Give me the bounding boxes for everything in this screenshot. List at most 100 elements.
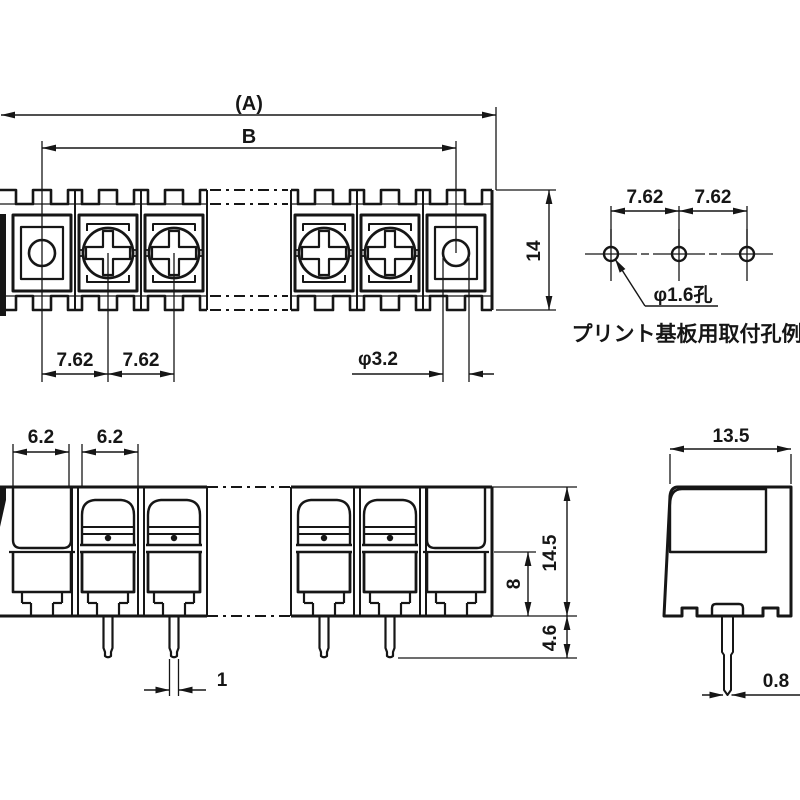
drawing-path [359,213,421,293]
drawing-path [291,188,492,206]
drawing-path [302,275,346,283]
clamp-screw-tip [104,534,112,542]
depth-label: 13.5 [713,426,750,447]
drawing-path [291,294,492,312]
clamp-screw-tip [170,534,178,542]
drawing-path [80,498,136,545]
dimension-arrowhead [563,602,571,616]
dimension-arrowhead [160,370,174,378]
pole-pitch-label-1: 7.62 [57,350,94,371]
drawing-path [668,487,768,554]
pcb-pitch-label-2: 7.62 [695,187,732,208]
drawing-path [425,552,487,594]
dimension-arrowhead [124,448,138,456]
drawing-path [143,213,205,293]
drawing-path [77,213,139,293]
screw-head [363,226,417,280]
drawing-path [302,223,346,231]
drawing-path [384,616,396,659]
drawing-path [0,294,207,312]
clamp-screw-tip [320,534,328,542]
drawing-path [146,498,202,545]
drawing-path [0,188,207,206]
drawing-path [662,485,793,618]
drawing-path [366,229,414,277]
drawing-path [296,498,352,545]
dimension-arrowhead [731,691,746,699]
drawing-path [293,213,355,293]
dimension-arrowhead [469,370,483,378]
dimension-arrowhead [1,111,15,119]
view-crop-mark [0,214,6,316]
drawing-path [710,602,745,616]
mounting-span-label: B [242,126,256,148]
drawing-path [150,229,198,277]
pcb-caption: プリント基板用取付孔例 [572,322,800,346]
drawing-path [152,223,196,231]
dimension-arrowhead [524,552,532,566]
dimension-arrowhead [665,207,679,215]
dimension-arrowhead [563,616,571,630]
drawing-path [368,275,412,283]
drawing-path [146,552,202,594]
end-hole-dia-label: φ3.2 [358,349,398,370]
dimension-arrowhead [42,144,56,152]
overall-width-label: (A) [235,93,263,115]
dimension-arrowhead [733,207,747,215]
dimension-arrowhead [611,207,625,215]
view-crop-mark [0,487,6,527]
total-height-label: 14.5 [540,534,561,571]
drawing-path [80,552,136,594]
drawing-path [368,223,412,231]
drawing-path [102,616,114,659]
drawing-path [296,552,352,594]
pcb-hole-dia-label: φ1.6孔 [653,284,712,306]
drawing-path [425,213,487,293]
drawing-path [721,616,734,696]
dimension-arrowhead [670,445,684,453]
dimension-arrowhead [55,448,69,456]
drawing-path [433,225,479,281]
pin-length-label: 4.6 [540,625,561,651]
drawing-path [362,552,418,594]
drawing-path [11,487,73,550]
dimension-arrowhead [13,448,27,456]
dimension-arrowhead [442,144,456,152]
drawing-path [300,229,348,277]
opening-width-label-1: 6.2 [28,427,54,448]
drawing-path [84,229,132,277]
opening-width-label-2: 6.2 [97,427,123,448]
dimension-arrowhead [777,445,791,453]
pcb-pitch-label-1: 7.62 [627,187,664,208]
drawing-path [425,487,487,550]
drawing-path [86,223,130,231]
drawing-path [19,225,65,281]
dimension-arrowhead [42,370,56,378]
dimension-arrowhead [94,370,108,378]
body-height-label: 8 [504,579,525,590]
drawing-path [11,213,73,293]
drawing-path [318,616,330,659]
dimension-arrowhead [679,207,693,215]
drawing-path [11,552,73,594]
dimension-arrowhead [545,190,553,204]
clamp-screw-tip [386,534,394,542]
dimension-arrowhead [615,259,626,273]
dimension-arrowhead [563,487,571,501]
screw-head [297,226,351,280]
dimension-arrowhead [709,691,724,699]
dimension-arrowhead [482,111,496,119]
body-width-label: 14 [524,240,545,262]
dimension-arrowhead [524,602,532,616]
dimension-arrowhead [155,686,170,694]
dimension-arrowhead [429,370,443,378]
pin-width-label: 1 [217,670,228,691]
drawing-path [362,498,418,545]
pin-thickness-label: 0.8 [763,671,789,692]
dimension-arrowhead [108,370,122,378]
dimension-arrowhead [545,296,553,310]
dimension-arrowhead [563,644,571,658]
dimension-arrowhead [178,686,193,694]
